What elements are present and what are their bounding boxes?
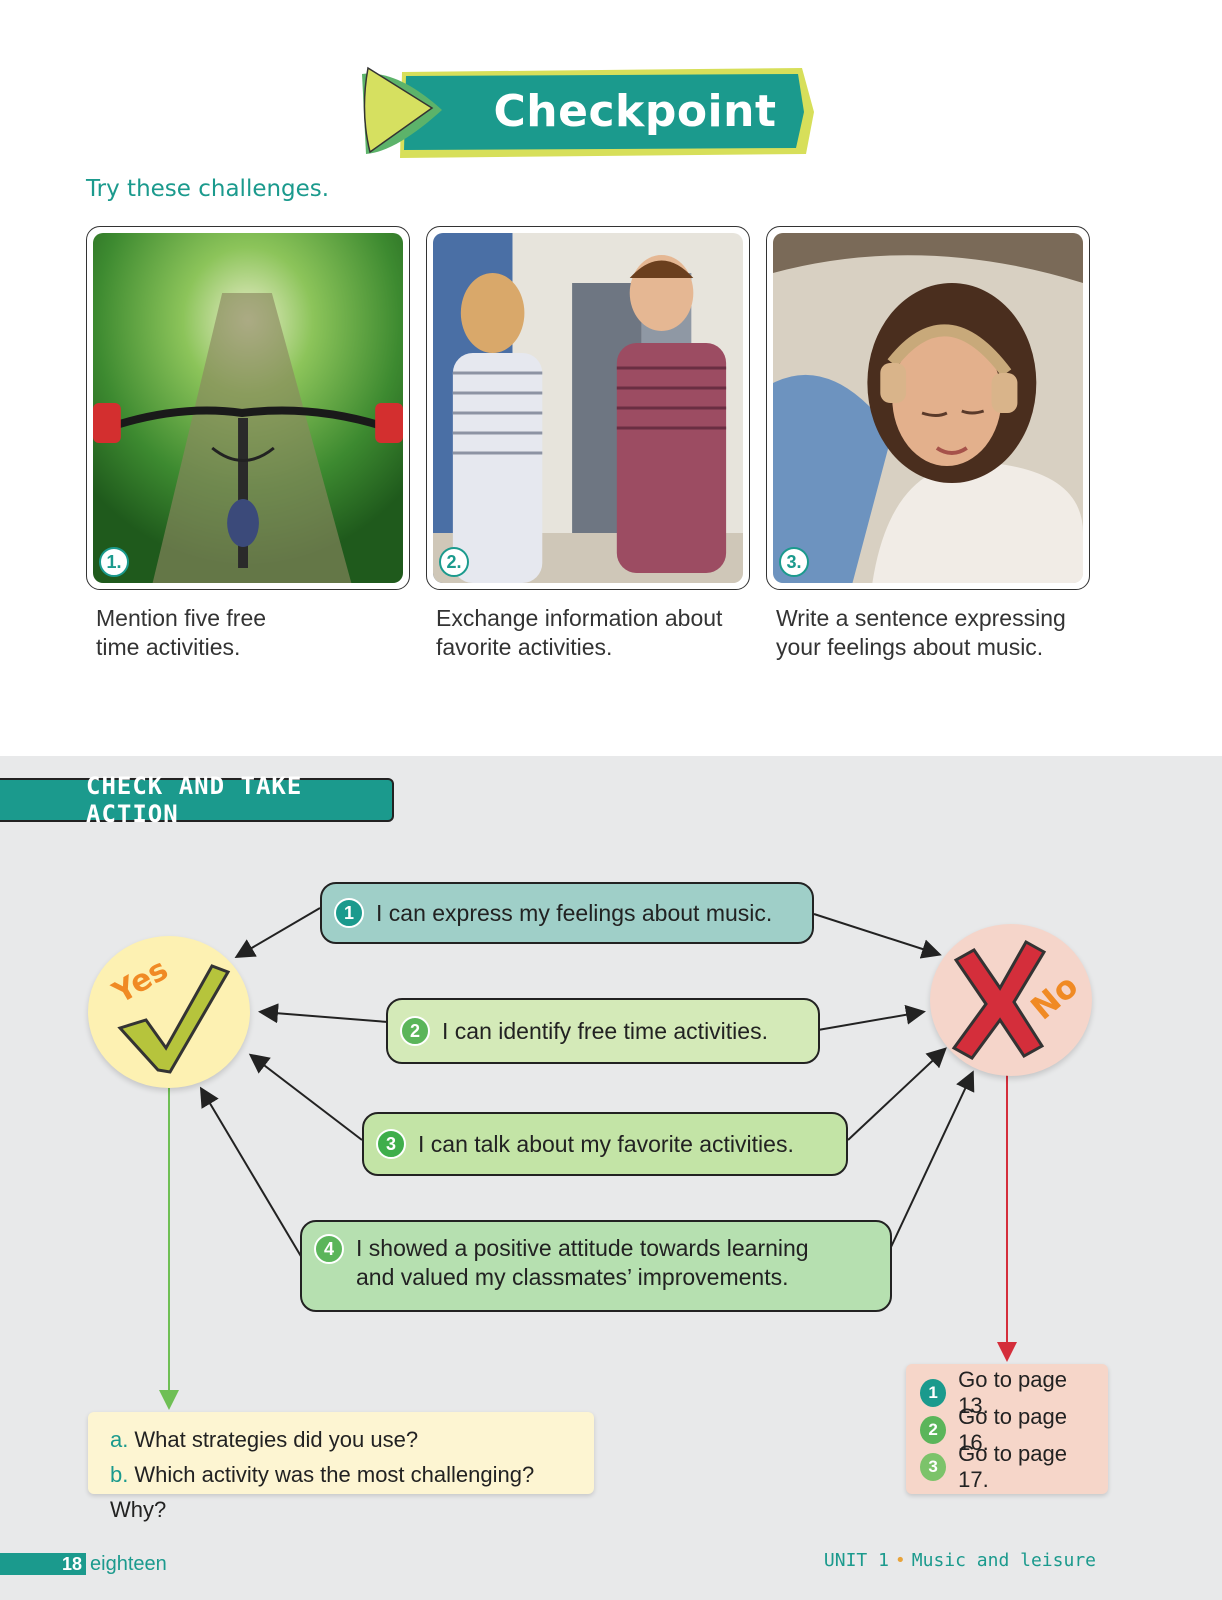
question-b: b.Which activity was the most challengin… [110, 1462, 535, 1522]
checkmark-icon [117, 964, 231, 1074]
question-a: a.What strategies did you use? [110, 1427, 419, 1452]
yes-circle: Yes [88, 936, 250, 1088]
section-title: CHECK AND TAKE ACTION [0, 772, 394, 828]
bicycle-trail-photo: 1. [93, 233, 403, 583]
bullet-icon: • [894, 1550, 906, 1571]
challenge-text-3: Write a sentence expressing your feeling… [776, 605, 1066, 660]
students-talking-photo: 2. [433, 233, 743, 583]
unit-label: UNIT 1 [823, 1550, 889, 1571]
checkpoint-banner: Checkpoint [362, 62, 818, 160]
page-number: 18 [0, 1553, 86, 1575]
statement-2: 2 I can identify free time activities. [386, 998, 820, 1064]
challenge-card-1: 1. [86, 226, 410, 590]
no-circle: No [930, 924, 1092, 1076]
page-footer-left: 18 eighteen [0, 1552, 167, 1576]
instructions-subtitle: Try these challenges. [86, 176, 330, 202]
challenge-text-2: Exchange information about favorite acti… [436, 605, 723, 660]
challenge-card-3: 3. [766, 226, 1090, 590]
challenge-number-badge: 3. [779, 547, 809, 577]
challenge-text-1: Mention five free time activities. [96, 605, 267, 660]
statement-4: 4 I showed a positive attitude towards l… [300, 1220, 892, 1312]
page-number-word: eighteen [90, 1552, 167, 1575]
unit-title: Music and leisure [911, 1550, 1096, 1571]
page-footer-right: UNIT 1•Music and leisure [824, 1550, 1096, 1571]
challenge-number-badge: 2. [439, 547, 469, 577]
statement-3: 3 I can talk about my favorite activitie… [362, 1112, 848, 1176]
reflection-questions: a.What strategies did you use? b.Which a… [88, 1412, 594, 1522]
x-mark-icon [951, 939, 1047, 1060]
girl-headphones-photo: 3. [773, 233, 1083, 583]
statement-1: 1 I can express my feelings about music. [320, 882, 814, 944]
challenge-number-badge: 1. [99, 547, 129, 577]
challenge-card-2: 2. [426, 226, 750, 590]
page-title: Checkpoint [493, 85, 777, 137]
